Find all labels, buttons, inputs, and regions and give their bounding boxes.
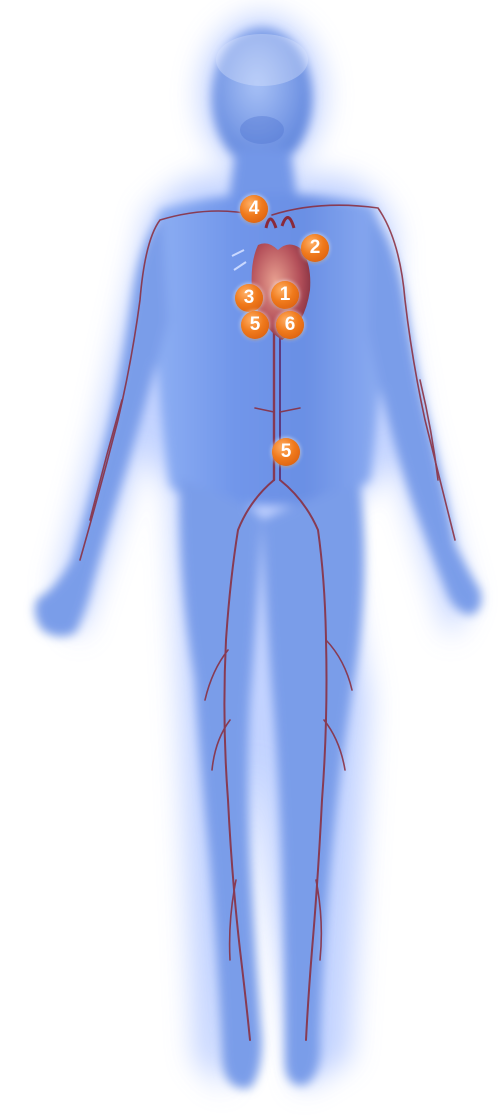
- marker-1[interactable]: 1: [271, 281, 299, 309]
- marker-4[interactable]: 4: [240, 195, 268, 223]
- marker-5-chest[interactable]: 5: [241, 311, 269, 339]
- marker-5-abdomen[interactable]: 5: [272, 438, 300, 466]
- marker-3[interactable]: 3: [235, 284, 263, 312]
- marker-2[interactable]: 2: [301, 234, 329, 262]
- marker-6[interactable]: 6: [276, 311, 304, 339]
- torso: [151, 194, 388, 506]
